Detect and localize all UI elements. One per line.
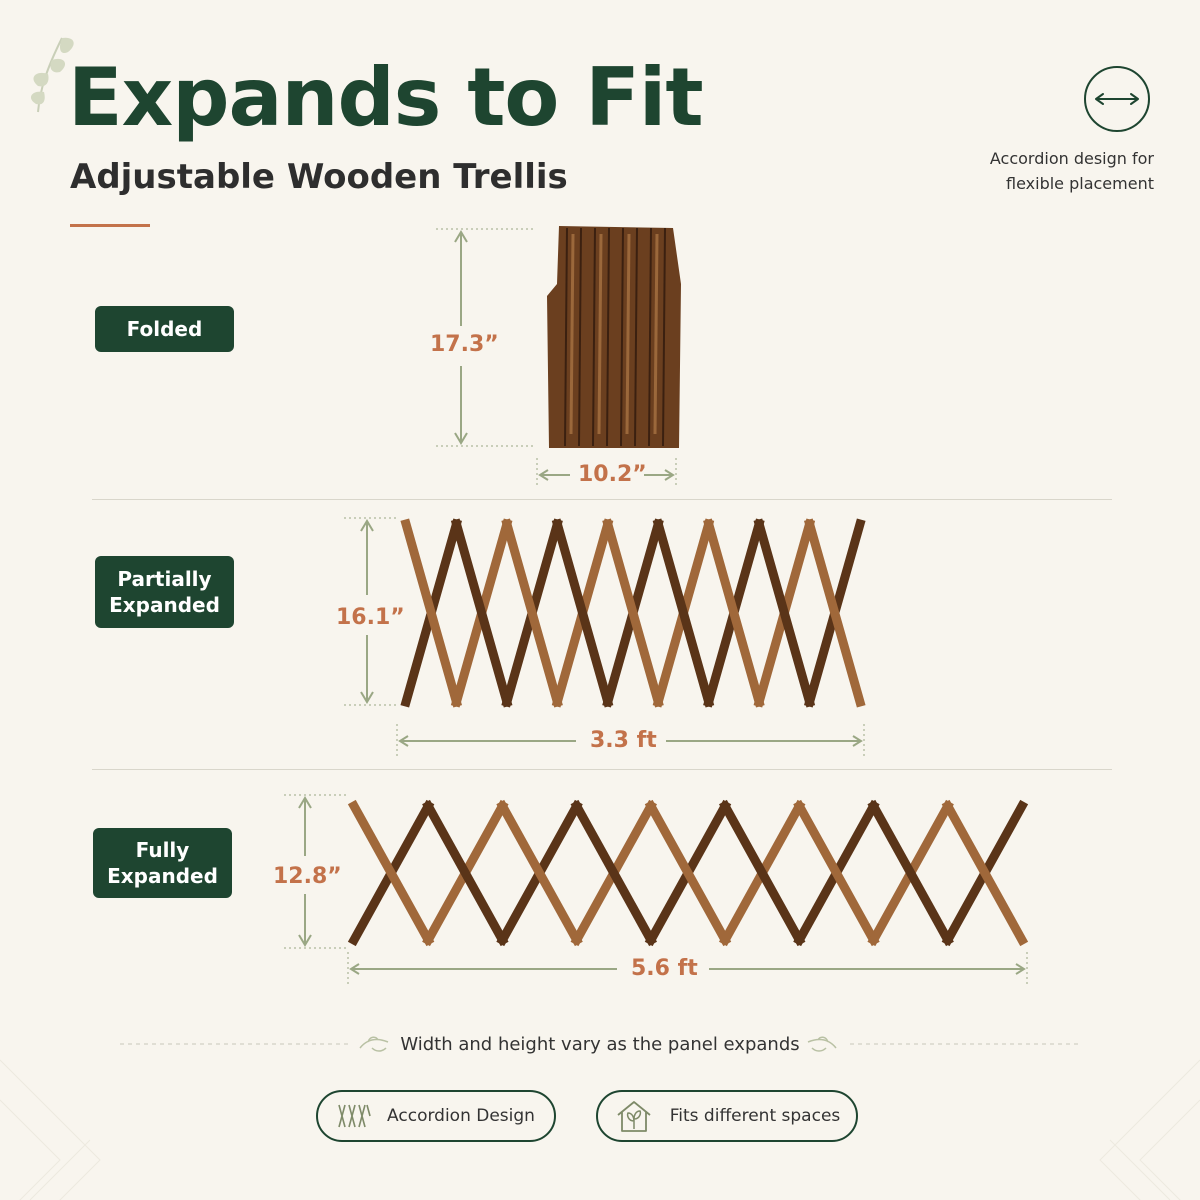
leaf-sprig-icon (30, 37, 74, 113)
section-divider (92, 769, 1112, 770)
width-guide (347, 952, 1028, 986)
trellis-slat (941, 799, 1029, 947)
trellis-slat (718, 799, 806, 947)
double-arrow-icon (1095, 93, 1139, 105)
trellis-slat (496, 799, 583, 947)
trellis-slat (450, 518, 513, 708)
state-label: Folded (126, 317, 203, 341)
trellis-slat (703, 518, 765, 708)
height-guide (344, 517, 396, 706)
decorative-lattice-pattern (1099, 1059, 1200, 1200)
trellis-slat (422, 799, 509, 947)
state-badge-fully-expanded: Fully Expanded (93, 828, 232, 898)
state-label-line1: Fully (135, 838, 190, 862)
trellis-slat (652, 518, 715, 708)
footer-divider-right (807, 1036, 1080, 1052)
partial-width-label: 3.3 ft (590, 728, 657, 753)
trellis-slat (753, 518, 816, 708)
folded-width-label: 10.2” (578, 462, 647, 487)
folded-trellis-image (547, 226, 681, 448)
section-divider (92, 499, 1112, 500)
title-accent-line (70, 224, 150, 227)
trellis-slat (793, 799, 880, 947)
trellis-slat (602, 518, 664, 708)
trellis-slat (501, 518, 563, 708)
state-label-line2: Expanded (109, 593, 220, 617)
state-badge-partially-expanded: Partially Expanded (95, 556, 234, 628)
feature-label: Accordion Design (387, 1106, 535, 1126)
footer-divider-left (120, 1036, 389, 1052)
height-guide (436, 228, 534, 447)
feature-label: Fits different spaces (669, 1106, 841, 1126)
width-guide (396, 724, 865, 758)
state-badge-folded: Folded (95, 306, 234, 352)
partially-expanded-trellis-image (400, 518, 866, 708)
folded-height-label: 17.3” (430, 332, 499, 357)
fully-expanded-trellis-image (347, 799, 1029, 947)
trellis-slat (867, 799, 954, 947)
trellis-slat (551, 518, 614, 708)
page-title: Expands to Fit (68, 51, 704, 144)
state-label-line2: Expanded (107, 864, 218, 888)
decorative-lattice-pattern (0, 1059, 101, 1200)
corner-note: Accordion design for flexible placement (990, 146, 1154, 196)
expand-badge (1084, 66, 1150, 132)
trellis-slat (570, 799, 658, 947)
height-guide (284, 794, 346, 949)
feature-pill-accordion-design: Accordion Design (316, 1090, 556, 1142)
partial-height-label: 16.1” (336, 605, 405, 630)
corner-note-line1: Accordion design for (989, 149, 1154, 168)
full-height-label: 12.8” (273, 864, 342, 889)
trellis-slat (347, 799, 435, 947)
full-width-label: 5.6 ft (631, 956, 698, 981)
feature-pill-fits-different-spaces: Fits different spaces (596, 1090, 858, 1142)
trellis-slat (644, 799, 732, 947)
trellis-slat (400, 518, 463, 708)
width-guide (536, 458, 677, 488)
state-label-line1: Partially (117, 567, 212, 591)
house-plant-icon (617, 1101, 651, 1132)
page-subtitle: Adjustable Wooden Trellis (70, 157, 568, 197)
trellis-slat (803, 518, 866, 708)
footer-note: Width and height vary as the panel expan… (400, 1034, 800, 1055)
accordion-icon (338, 1104, 371, 1128)
corner-note-line2: flexible placement (1006, 174, 1154, 193)
